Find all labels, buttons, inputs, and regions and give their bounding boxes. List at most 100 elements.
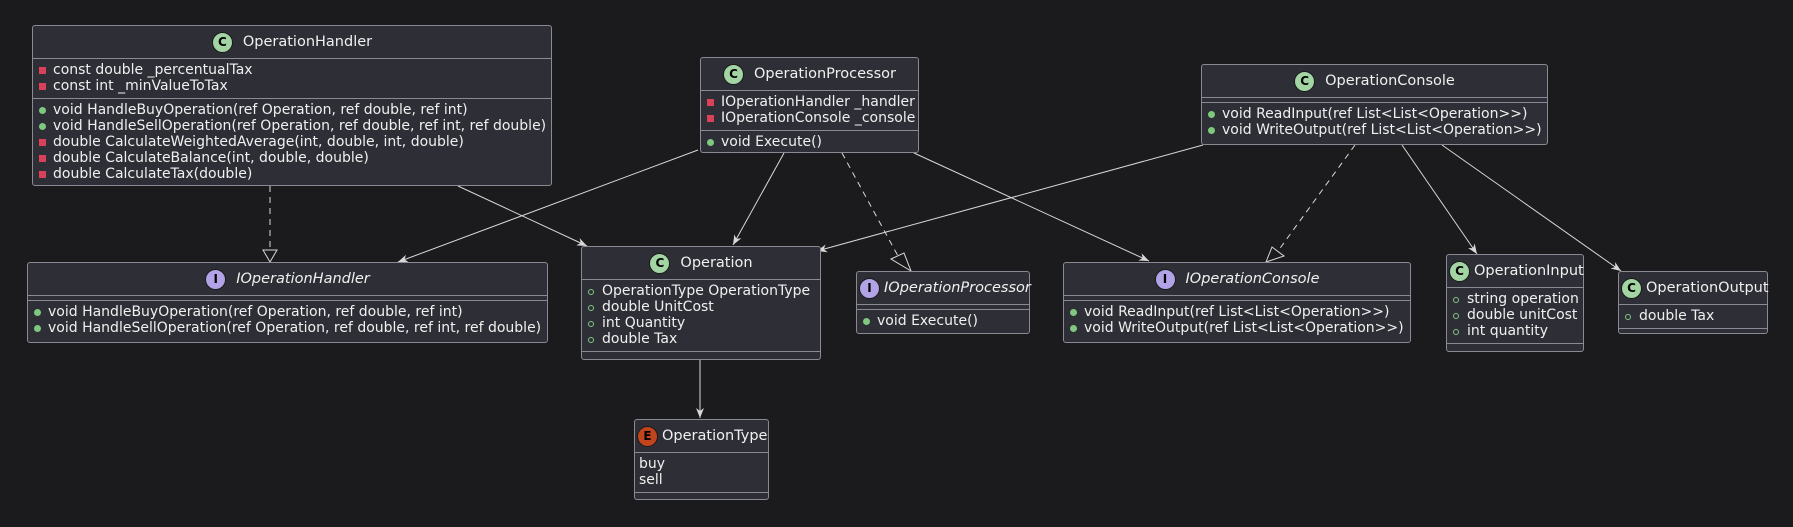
method-row: void HandleBuyOperation(ref Operation, r… <box>33 102 551 118</box>
field-row: OperationType OperationType <box>582 283 820 299</box>
methods-section <box>1619 329 1767 333</box>
class-operation: C Operation OperationType OperationType … <box>581 246 821 360</box>
method-row: void Execute() <box>701 134 918 150</box>
methods-section: void Execute() <box>701 131 918 154</box>
methods-section: void HandleBuyOperation(ref Operation, r… <box>28 301 547 340</box>
method-row: void HandleSellOperation(ref Operation, … <box>33 118 551 134</box>
public-icon <box>39 107 46 114</box>
methods-section <box>635 493 768 497</box>
edge-processor-to-ihandler <box>397 149 699 263</box>
field-row: string operation <box>1447 291 1583 307</box>
class-name: OperationConsole <box>1325 73 1455 89</box>
interface-badge-icon: I <box>1154 268 1176 290</box>
fields-section: IOperationHandler _handler IOperationCon… <box>701 91 918 131</box>
interface-ioperation-console: I IOperationConsole void ReadInput(ref L… <box>1063 262 1411 343</box>
private-icon <box>39 67 46 74</box>
edge-console-to-input <box>1401 144 1478 255</box>
class-badge-icon: C <box>723 63 744 85</box>
method-row: void HandleSellOperation(ref Operation, … <box>28 320 547 336</box>
field-row: double Tax <box>1619 308 1767 324</box>
class-operation-input: C OperationInput string operation double… <box>1446 254 1584 352</box>
class-badge-icon: C <box>1294 70 1316 92</box>
class-operation-output: C OperationOutput double Tax <box>1618 271 1769 334</box>
method-row: void WriteOutput(ref List<List<Operation… <box>1064 320 1410 336</box>
public-field-icon <box>588 321 594 327</box>
public-icon <box>1070 325 1077 332</box>
fields-section <box>857 305 1029 310</box>
class-badge-icon: C <box>1449 260 1470 282</box>
class-name: OperationInput <box>1474 263 1584 279</box>
field-row: int Quantity <box>582 315 820 331</box>
field-row: double UnitCost <box>582 299 820 315</box>
class-name: OperationHandler <box>242 34 373 50</box>
edge-console-implements-iconsole <box>1277 144 1356 252</box>
methods-section: void HandleBuyOperation(ref Operation, r… <box>33 99 551 186</box>
class-badge-icon: C <box>649 252 671 274</box>
fields-section: OperationType OperationType double UnitC… <box>582 280 820 352</box>
method-row: double CalculateTax(double) <box>33 166 551 182</box>
field-row: const int _minValueToTax <box>33 78 551 94</box>
fields-section <box>1064 296 1410 301</box>
public-field-icon <box>1625 314 1631 320</box>
edge-processor-implements-iprocessor <box>841 152 899 257</box>
methods-section: void ReadInput(ref List<List<Operation>>… <box>1202 103 1547 142</box>
field-row: IOperationConsole _console <box>701 110 918 126</box>
fields-section <box>28 296 547 301</box>
field-row: double Tax <box>582 331 820 347</box>
public-icon <box>39 123 46 130</box>
method-row: void ReadInput(ref List<List<Operation>>… <box>1202 106 1547 122</box>
class-name: Operation <box>680 255 753 271</box>
interface-name: IOperationConsole <box>1185 271 1320 287</box>
private-icon <box>39 155 46 162</box>
field-row: int quantity <box>1447 323 1583 339</box>
public-icon <box>34 325 41 332</box>
methods-section: void Execute() <box>857 310 1029 333</box>
private-icon <box>39 83 46 90</box>
class-name: OperationProcessor <box>754 66 896 82</box>
public-field-icon <box>1453 297 1459 303</box>
methods-section: void ReadInput(ref List<List<Operation>>… <box>1064 301 1410 340</box>
public-field-icon <box>588 337 594 343</box>
public-field-icon <box>588 289 594 295</box>
edge-processor-to-operation <box>732 152 785 246</box>
fields-section: double Tax <box>1619 305 1767 329</box>
public-icon <box>1208 127 1215 134</box>
public-icon <box>1208 111 1215 118</box>
public-icon <box>1070 309 1077 316</box>
public-icon <box>34 309 41 316</box>
class-name: OperationOutput <box>1646 280 1769 296</box>
methods-section <box>582 352 820 356</box>
interface-ioperation-processor: I IOperationProcessor void Execute() <box>856 271 1031 334</box>
enum-operation-type: E OperationType buy sell <box>634 419 769 500</box>
field-row: IOperationHandler _handler <box>701 94 918 110</box>
method-row: void ReadInput(ref List<List<Operation>>… <box>1064 304 1410 320</box>
edge-console-to-operation <box>816 144 1204 253</box>
method-row: void Execute() <box>857 313 1029 329</box>
method-row: void WriteOutput(ref List<List<Operation… <box>1202 122 1547 138</box>
edge-console-to-output <box>1441 144 1622 272</box>
enum-name: OperationType <box>662 428 768 444</box>
interface-badge-icon: I <box>859 277 880 299</box>
class-badge-icon: C <box>211 31 233 53</box>
method-row: double CalculateBalance(int, double, dou… <box>33 150 551 166</box>
interface-ioperation-handler: I IOperationHandler void HandleBuyOperat… <box>27 262 548 343</box>
public-field-icon <box>588 305 594 311</box>
private-icon <box>39 171 46 178</box>
edge-processor-to-iconsole <box>913 152 1150 262</box>
class-operation-processor: C OperationProcessor IOperationHandler _… <box>700 57 919 153</box>
interface-badge-icon: I <box>205 268 227 290</box>
values-section: buy sell <box>635 453 768 493</box>
method-row: void HandleBuyOperation(ref Operation, r… <box>28 304 547 320</box>
field-row: double unitCost <box>1447 307 1583 323</box>
public-icon <box>707 139 714 146</box>
class-operation-handler: C OperationHandler const double _percent… <box>32 25 552 186</box>
enum-value: sell <box>639 472 663 488</box>
interface-name: IOperationProcessor <box>884 280 1031 296</box>
field-row: const double _percentualTax <box>33 62 551 78</box>
public-icon <box>863 318 870 325</box>
public-field-icon <box>1453 329 1459 335</box>
private-icon <box>39 139 46 146</box>
method-row: double CalculateWeightedAverage(int, dou… <box>33 134 551 150</box>
fields-section: string operation double unitCost int qua… <box>1447 288 1583 344</box>
